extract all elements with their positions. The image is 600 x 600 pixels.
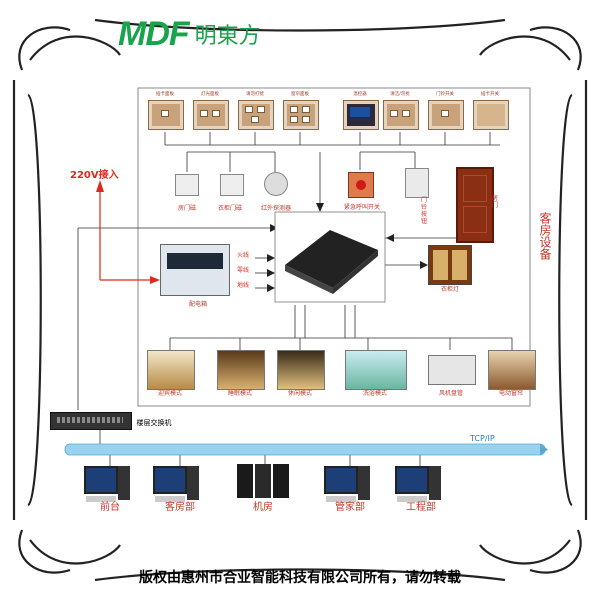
panel-caption: 温控器 [353, 92, 367, 97]
sensor-label: 衣柜门磁 [217, 205, 242, 212]
infrared-detector-icon [264, 172, 288, 196]
server-rack-icon [237, 464, 289, 508]
logo-name: 明東方 [194, 24, 261, 49]
scene-sleep-image [217, 350, 265, 390]
emergency-button-icon [348, 172, 374, 198]
room-door-icon [456, 167, 494, 243]
terminal-label: 客房部 [165, 502, 195, 513]
brand-logo: MDF 明東方 [118, 12, 261, 56]
panel-device [428, 100, 464, 130]
panel-device [238, 100, 274, 130]
scene-label: 洗浴模式 [362, 390, 387, 397]
panel-caption: 窗帘面板 [291, 92, 309, 97]
sensor-label: 房门磁 [177, 205, 196, 212]
panel-caption: 门铃开关 [436, 92, 454, 97]
panel-device [193, 100, 229, 130]
wardrobe-light-label: 衣柜灯 [440, 286, 459, 293]
panel-caption: 插卡面板 [156, 92, 174, 97]
panel-device [148, 100, 184, 130]
fan-coil-image [428, 355, 476, 385]
emergency-label: 紧急呼叫开关 [343, 204, 380, 211]
scene-label: 电动窗帘 [498, 390, 523, 397]
terminal-label: 管家部 [335, 502, 365, 513]
neutral-wire-label: 零线 [236, 267, 249, 274]
curtain-image [488, 350, 536, 390]
distribution-box-label: 配电箱 [188, 301, 207, 308]
thermostat-device [343, 100, 379, 130]
scene-leisure-image [277, 350, 325, 390]
distribution-box-icon [160, 244, 230, 296]
logo-mark: MDF [118, 14, 190, 53]
panel-caption: 插卡开关 [481, 92, 499, 97]
terminal-label: 机房 [253, 502, 273, 513]
scene-label: 风机盘管 [438, 390, 463, 397]
scene-welcome-image [147, 350, 195, 390]
scene-bath-image [345, 350, 407, 390]
wardrobe-sensor-icon [220, 174, 244, 196]
doorbell-icon [405, 168, 429, 198]
switch-label: 楼层交换机 [136, 419, 172, 427]
panel-device [283, 100, 319, 130]
terminal-label: 工程部 [406, 502, 436, 513]
computer-icon [84, 466, 136, 510]
ground-wire-label: 地线 [236, 282, 249, 289]
scene-label: 睡眠模式 [227, 390, 252, 397]
computer-icon [153, 466, 205, 510]
room-devices-label: 客房设备 [538, 212, 552, 260]
computer-icon [395, 466, 447, 510]
scene-label: 迎宾模式 [157, 390, 182, 397]
panel-caption: 灯光面板 [201, 92, 219, 97]
copyright-footer: 版权由惠州市合业智能科技有限公司所有，请勿转载 [139, 570, 461, 586]
sensor-label: 红外探测器 [260, 205, 291, 212]
door-label: 房门 [491, 195, 498, 209]
panel-caption: 请勿打扰 [246, 92, 264, 97]
bus-label: TCP/IP [470, 434, 495, 443]
power-input-label: 220V接入 [70, 170, 119, 181]
terminal-label: 前台 [100, 502, 120, 513]
live-wire-label: 火线 [236, 252, 249, 259]
panel-device [383, 100, 419, 130]
wardrobe-light-icon [428, 245, 472, 285]
floor-switch-icon [50, 412, 132, 430]
door-sensor-icon [175, 174, 199, 196]
panel-device [473, 100, 509, 130]
computer-icon [324, 466, 376, 510]
scene-label: 休闲模式 [287, 390, 312, 397]
doorbell-label: 门铃按钮 [420, 197, 427, 225]
panel-caption: 清洁/勿扰 [390, 92, 410, 97]
